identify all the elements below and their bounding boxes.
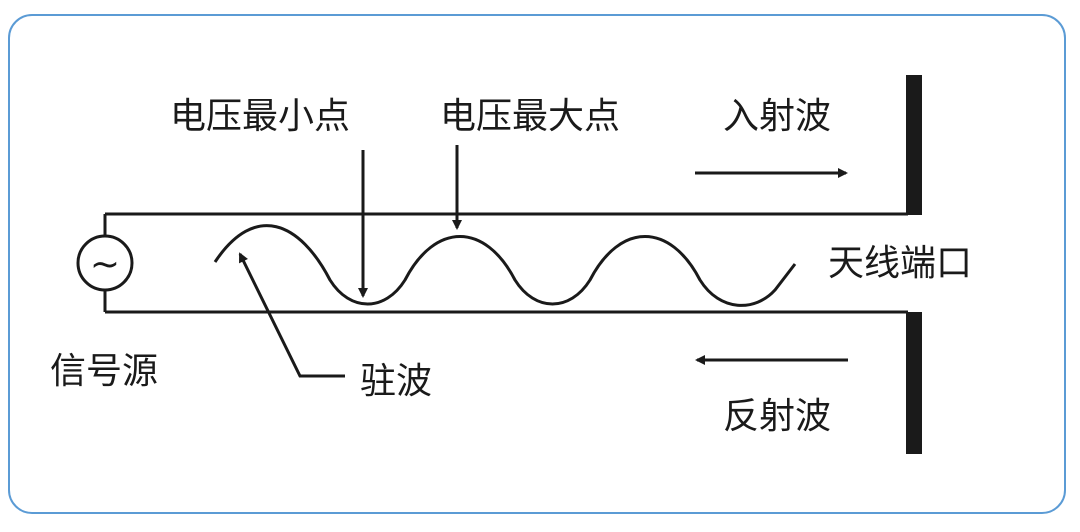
reflected-wave-label: 反射波 [723, 396, 831, 437]
antenna-plate-top [906, 75, 922, 215]
incident-wave-label: 入射波 [723, 96, 831, 137]
signal-source-label: 信号源 [50, 351, 158, 392]
antenna-port-label: 天线端口 [828, 243, 972, 284]
standing-wave-pointer [238, 252, 345, 378]
standing-wave-label: 驻波 [360, 361, 432, 402]
standing-wave-curve [213, 224, 797, 307]
voltage-max-label: 电压最大点 [440, 96, 620, 137]
antenna-plate-bottom [906, 312, 922, 454]
diagram-frame [8, 14, 1066, 514]
signal-source-icon [76, 234, 134, 292]
voltage-min-label: 电压最小点 [170, 96, 350, 137]
signal-source-symbol: ~ [90, 244, 120, 285]
